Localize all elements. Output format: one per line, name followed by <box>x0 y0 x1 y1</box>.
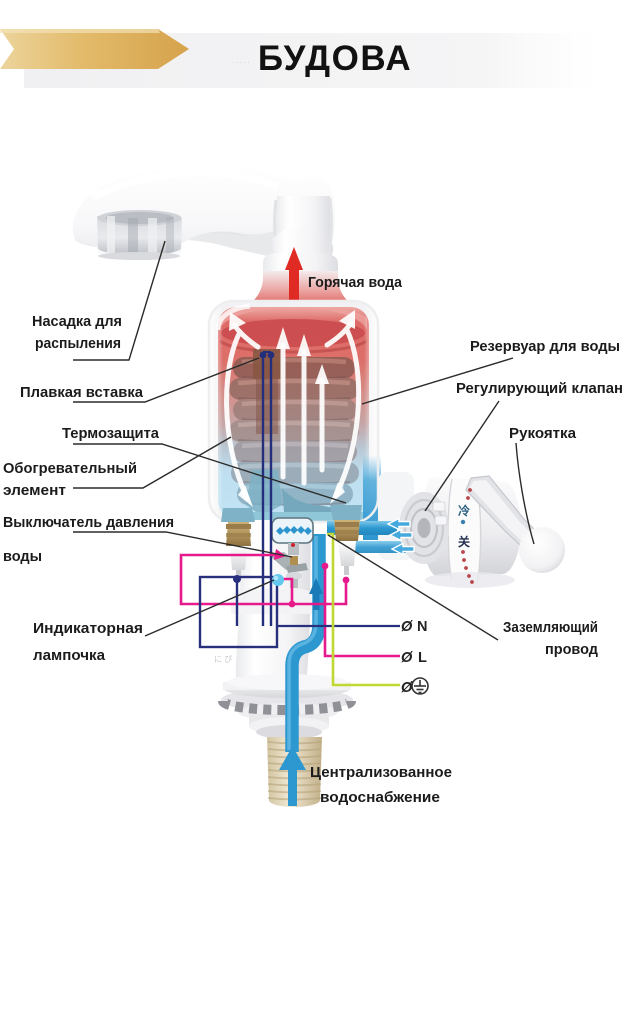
svg-text:Насадка для: Насадка для <box>32 314 122 330</box>
svg-text:Рукоятка: Рукоятка <box>509 426 577 442</box>
svg-text:Плавкая вставка: Плавкая вставка <box>20 385 144 401</box>
svg-text:关: 关 <box>458 534 470 549</box>
svg-text:に ぴ: に ぴ <box>214 655 232 664</box>
svg-text:Резервуар для воды: Резервуар для воды <box>470 339 620 355</box>
svg-text:воды: воды <box>3 549 42 565</box>
svg-text:БУДОВА: БУДОВА <box>258 39 412 78</box>
svg-text:элемент: элемент <box>3 483 66 499</box>
svg-text:Ø: Ø <box>401 680 413 696</box>
svg-text:лампочка: лампочка <box>33 648 106 664</box>
svg-text:Централизованное: Централизованное <box>310 765 452 781</box>
svg-text:Обогревательный: Обогревательный <box>3 461 137 477</box>
svg-text:Ø: Ø <box>401 650 413 666</box>
svg-text:冷: 冷 <box>458 503 470 518</box>
svg-text:L: L <box>418 650 427 666</box>
svg-text:Регулирующий клапан: Регулирующий клапан <box>456 381 623 397</box>
svg-text:N: N <box>417 619 427 635</box>
svg-text:.....: ..... <box>232 55 251 66</box>
svg-text:Ø: Ø <box>401 619 413 635</box>
svg-text:Индикаторная: Индикаторная <box>33 621 143 637</box>
svg-text:Выключатель давления: Выключатель давления <box>3 515 174 531</box>
svg-text:провод: провод <box>545 642 598 658</box>
svg-text:Горячая вода: Горячая вода <box>308 275 403 291</box>
svg-text:Заземляющий: Заземляющий <box>503 620 598 636</box>
svg-text:распыления: распыления <box>35 336 121 352</box>
svg-text:Термозащита: Термозащита <box>62 426 160 442</box>
svg-text:водоснабжение: водоснабжение <box>320 790 440 806</box>
